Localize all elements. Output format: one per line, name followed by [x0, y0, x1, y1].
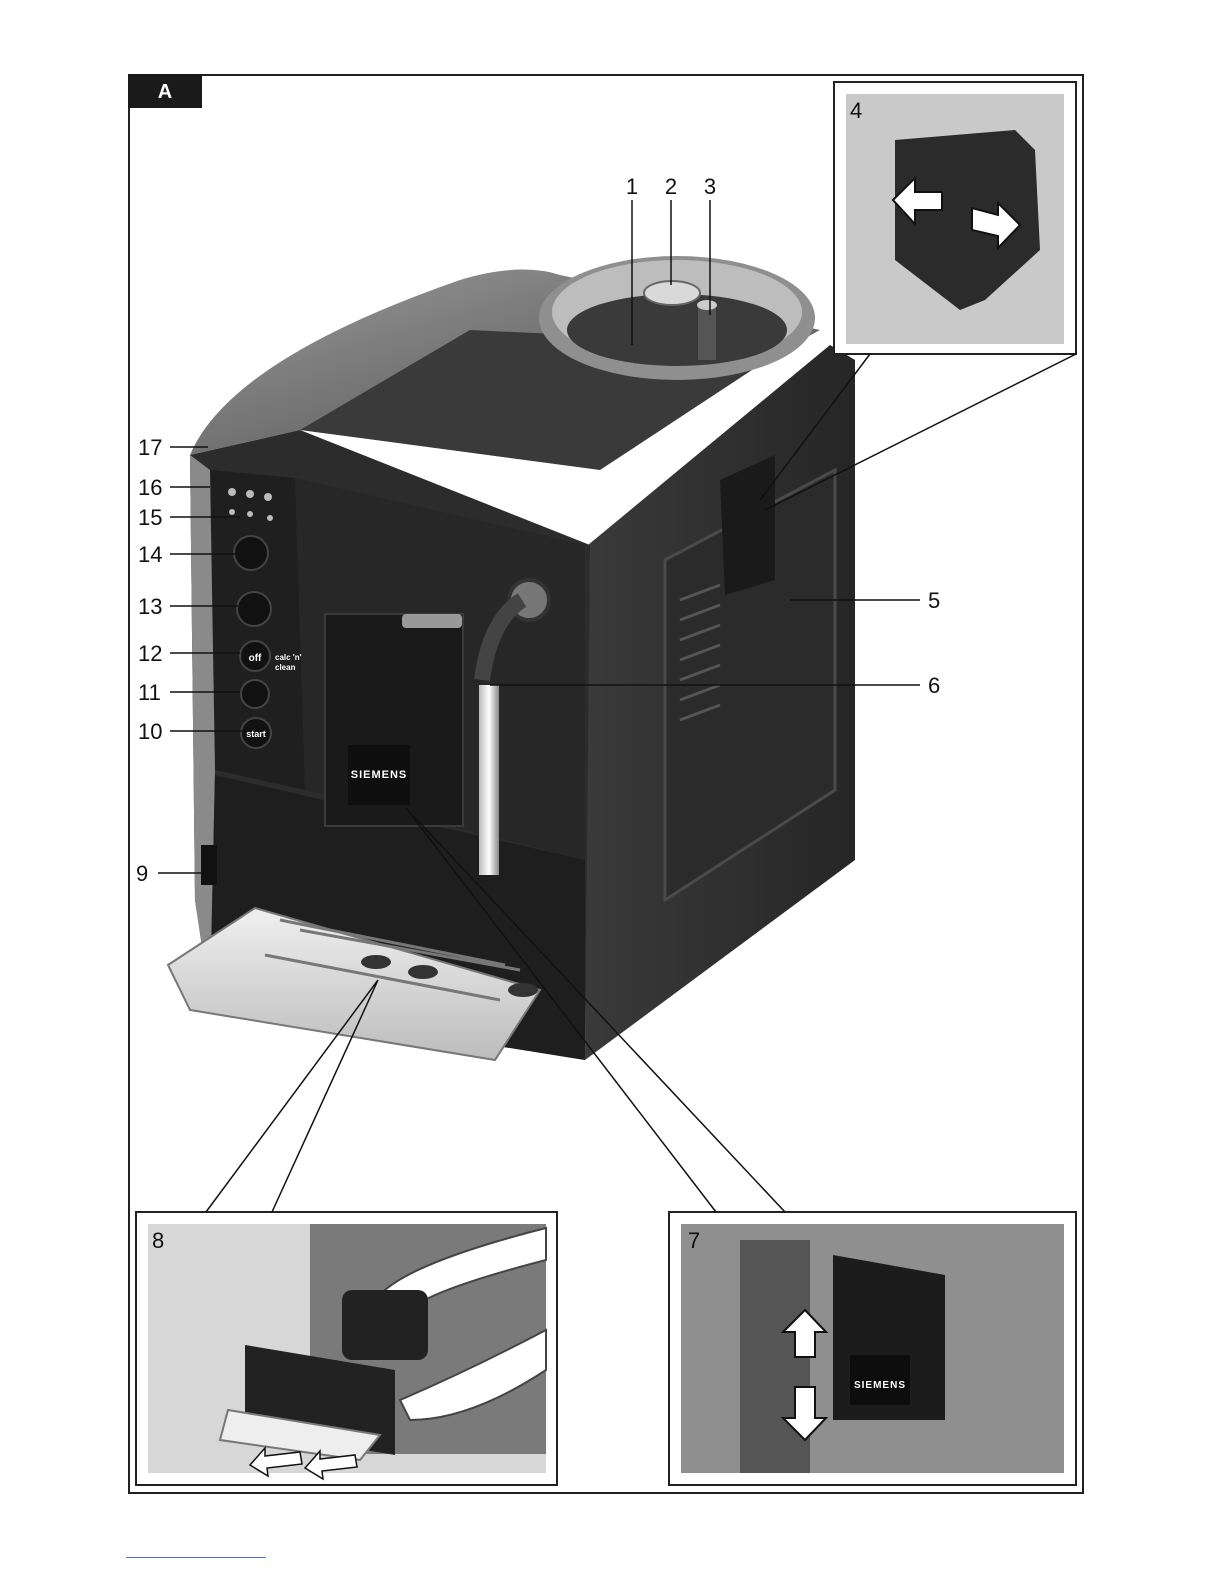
- callout-14: 14: [138, 542, 162, 567]
- steam-button: [241, 680, 269, 708]
- callout-12: 12: [138, 641, 162, 666]
- brand-label: SIEMENS: [351, 769, 408, 781]
- float-1: [361, 955, 391, 969]
- footer-rule: [126, 1557, 266, 1558]
- grinder-knob-top: [697, 300, 717, 310]
- callout-9: 9: [136, 861, 148, 886]
- callout-7: 7: [688, 1228, 700, 1253]
- callout-15: 15: [138, 505, 162, 530]
- callout-5: 5: [928, 588, 940, 613]
- float-2: [408, 965, 438, 979]
- callout-11: 11: [138, 680, 161, 705]
- steam-pipe: [479, 685, 499, 875]
- callout-17: 17: [138, 435, 162, 460]
- calc-label-2: clean: [275, 663, 296, 672]
- callout-16: 16: [138, 475, 162, 500]
- outlet-top: [402, 614, 462, 628]
- strength-selector: [234, 536, 268, 570]
- callout-2: 2: [665, 174, 677, 199]
- callout-10: 10: [138, 719, 162, 744]
- off-label: off: [249, 653, 262, 664]
- callout-8: 8: [152, 1228, 164, 1253]
- callout-4: 4: [850, 98, 862, 123]
- grinder-knob: [698, 305, 716, 360]
- volume-selector: [237, 592, 271, 626]
- callout-6: 6: [928, 673, 940, 698]
- inset-8-grounds-container: [342, 1290, 428, 1360]
- calc-label-1: calc 'n': [275, 653, 302, 662]
- float-3: [508, 983, 538, 997]
- callout-13: 13: [138, 594, 162, 619]
- aroma-cover: [644, 281, 700, 305]
- callout-1: 1: [626, 174, 638, 199]
- callout-3: 3: [704, 174, 716, 199]
- inset-7-brand: SIEMENS: [854, 1380, 906, 1391]
- power-switch: [201, 845, 217, 885]
- start-label: start: [246, 729, 266, 739]
